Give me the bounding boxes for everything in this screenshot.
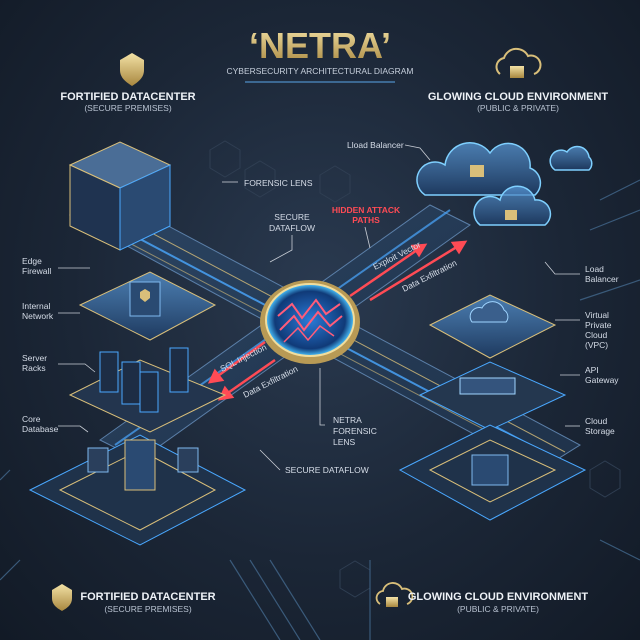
cloud-lock-icon bbox=[375, 582, 414, 607]
label-load-balancer-top: Lload Balancer bbox=[347, 140, 404, 150]
cloud-lock-icon bbox=[495, 47, 542, 78]
label-internal-network-1: Internal bbox=[22, 301, 50, 311]
cloud-cluster bbox=[416, 142, 593, 226]
label-cloud-storage-1: Cloud bbox=[585, 416, 607, 426]
label-core-database-2: Database bbox=[22, 424, 59, 434]
page-title: ‘NETRA’ bbox=[249, 25, 391, 66]
label-secure-dataflow-2: DATAFLOW bbox=[269, 223, 315, 233]
cloud-storage bbox=[398, 424, 587, 521]
label-server-racks-1: Server bbox=[22, 353, 47, 363]
label-edge-firewall-1: Edge bbox=[22, 256, 42, 266]
leader-lines bbox=[58, 144, 580, 471]
label-vpc-1: Virtual bbox=[585, 310, 609, 320]
label-netra-lens-1: NETRA bbox=[333, 415, 362, 425]
label-server-racks-2: Racks bbox=[22, 363, 46, 373]
label-load-balancer-2: Balancer bbox=[585, 274, 619, 284]
lock-icon bbox=[470, 165, 484, 177]
edge-firewall-plate bbox=[78, 271, 217, 341]
vpc-plate bbox=[428, 294, 557, 359]
header-right-subtitle: (PUBLIC & PRIVATE) bbox=[477, 103, 559, 113]
label-secure-dataflow-1: SECURE bbox=[274, 212, 310, 222]
core-database bbox=[28, 434, 247, 546]
label-internal-network-2: Network bbox=[22, 311, 54, 321]
label-vpc-3: Cloud bbox=[585, 330, 607, 340]
label-hidden-attack-1: HIDDEN ATTACK bbox=[332, 205, 401, 215]
label-vpc-4: (VPC) bbox=[585, 340, 608, 350]
api-gateway bbox=[418, 361, 567, 431]
shield-icon bbox=[120, 53, 144, 86]
attack-arrows bbox=[207, 240, 468, 401]
label-forensic-lens: FORENSIC LENS bbox=[244, 178, 313, 188]
label-netra-lens-2: FORENSIC bbox=[333, 426, 377, 436]
label-api-gateway-2: Gateway bbox=[585, 375, 619, 385]
label-vpc-2: Private bbox=[585, 320, 612, 330]
header-left-title: FORTIFIED DATACENTER bbox=[60, 91, 195, 103]
page-subtitle: CYBERSECURITY ARCHITECTURAL DIAGRAM bbox=[226, 66, 413, 76]
footer-left-subtitle: (SECURE PREMISES) bbox=[104, 604, 192, 614]
shield-icon bbox=[140, 289, 150, 302]
circuit-traces bbox=[0, 179, 640, 640]
label-hidden-attack-2: PATHS bbox=[352, 215, 380, 225]
server-racks bbox=[68, 347, 227, 433]
label-netra-lens-3: LENS bbox=[333, 437, 356, 447]
netra-forensic-lens bbox=[260, 280, 360, 364]
lock-icon bbox=[505, 210, 517, 220]
label-load-balancer-1: Load bbox=[585, 264, 604, 274]
header-right-title: GLOWING CLOUD ENVIRONMENT bbox=[428, 91, 609, 103]
footer-left-title: FORTIFIED DATACENTER bbox=[80, 591, 215, 603]
header-left-subtitle: (SECURE PREMISES) bbox=[84, 103, 172, 113]
hex-pattern bbox=[209, 140, 621, 598]
shield-icon bbox=[52, 584, 72, 611]
label-core-database-1: Core bbox=[22, 414, 41, 424]
footer-right-subtitle: (PUBLIC & PRIVATE) bbox=[457, 604, 539, 614]
datacenter-cube bbox=[68, 141, 172, 251]
label-api-gateway-1: API bbox=[585, 365, 599, 375]
label-cloud-storage-2: Storage bbox=[585, 426, 615, 436]
label-edge-firewall-2: Firewall bbox=[22, 266, 51, 276]
footer-right-title: GLOWING CLOUD ENVIRONMENT bbox=[408, 591, 589, 603]
label-secure-dataflow-bottom: SECURE DATAFLOW bbox=[285, 465, 369, 475]
